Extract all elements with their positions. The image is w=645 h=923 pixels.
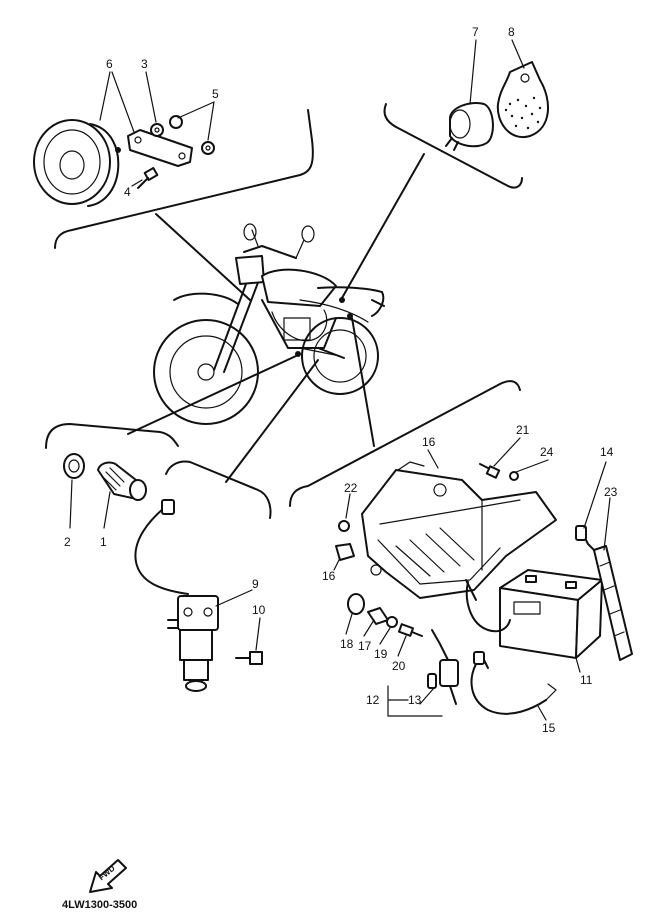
washer [386,616,398,628]
callout-12: 12 [366,693,380,707]
callout-13: 13 [408,693,422,707]
callout-1-switch: 1 [100,535,107,549]
relay-cover [496,61,550,139]
battery-box-washer [509,471,519,481]
horn [33,119,121,207]
group-bracket-horn [54,109,314,249]
callout-6: 6 [106,57,113,71]
group-bracket-solenoid [165,460,272,519]
box-collar [335,543,355,561]
damper [347,593,365,615]
horn-group [33,71,314,249]
group-bracket-relay [383,103,523,189]
callout-19: 19 [374,647,388,661]
battery-lead-negative [470,651,557,715]
pointer-line-switch [127,355,297,435]
horn-nut [150,123,164,137]
horn-washers [169,115,215,155]
relay-group [383,39,550,189]
collar [367,607,389,625]
callout-20: 20 [392,659,406,673]
callout-7: 7 [472,25,479,39]
callout-22: 22 [344,481,358,495]
group-bracket-battery [289,380,521,507]
callout-10: 10 [252,603,266,617]
callout-2: 2 [64,535,71,549]
gasket [63,453,85,479]
solenoid-screw [235,651,263,665]
callout-4: 4 [124,185,131,199]
solenoid-group [134,460,272,692]
horn-bracket [127,129,193,167]
group-bracket-switch [45,423,179,449]
callout-3: 3 [141,57,148,71]
battery-group [289,380,633,721]
callout-8: 8 [508,25,515,39]
fuse-holder [427,629,459,705]
callout-21: 21 [516,423,530,437]
fuse-wire-lead [465,579,511,633]
horn-bolt [137,167,159,189]
relay [445,102,494,151]
callout-9: 9 [252,577,259,591]
motorcycle [153,223,385,425]
solenoid-wire [134,499,189,595]
solenoid [167,595,219,692]
neutral-switch-group [45,423,179,529]
box-nut [338,520,350,532]
battery-box [361,461,557,599]
pointer-line-relay [341,153,425,299]
neutral-switch [97,461,147,501]
battery-band [593,545,633,661]
callout-14: 14 [600,445,614,459]
pointer-line-battery [351,317,375,447]
fwd-arrow-icon: FWD [89,859,127,893]
battery [499,569,603,659]
callout-bracket-12 [387,685,443,717]
callout-18: 18 [340,637,354,651]
callout-16-collar: 16 [322,569,336,583]
callout-5: 5 [212,87,219,101]
callout-16-box: 16 [422,435,436,449]
callout-24: 24 [540,445,554,459]
callout-23: 23 [604,485,618,499]
callout-11: 11 [580,673,593,687]
drawing-code: 4LW1300-3500 [62,899,137,911]
callout-17: 17 [358,639,372,653]
pointer-line-horn [155,213,251,301]
mount-bolt [397,623,423,637]
battery-box-bolt [479,463,501,479]
callout-15: 15 [542,721,556,735]
pointer-line-solenoid [225,359,319,483]
